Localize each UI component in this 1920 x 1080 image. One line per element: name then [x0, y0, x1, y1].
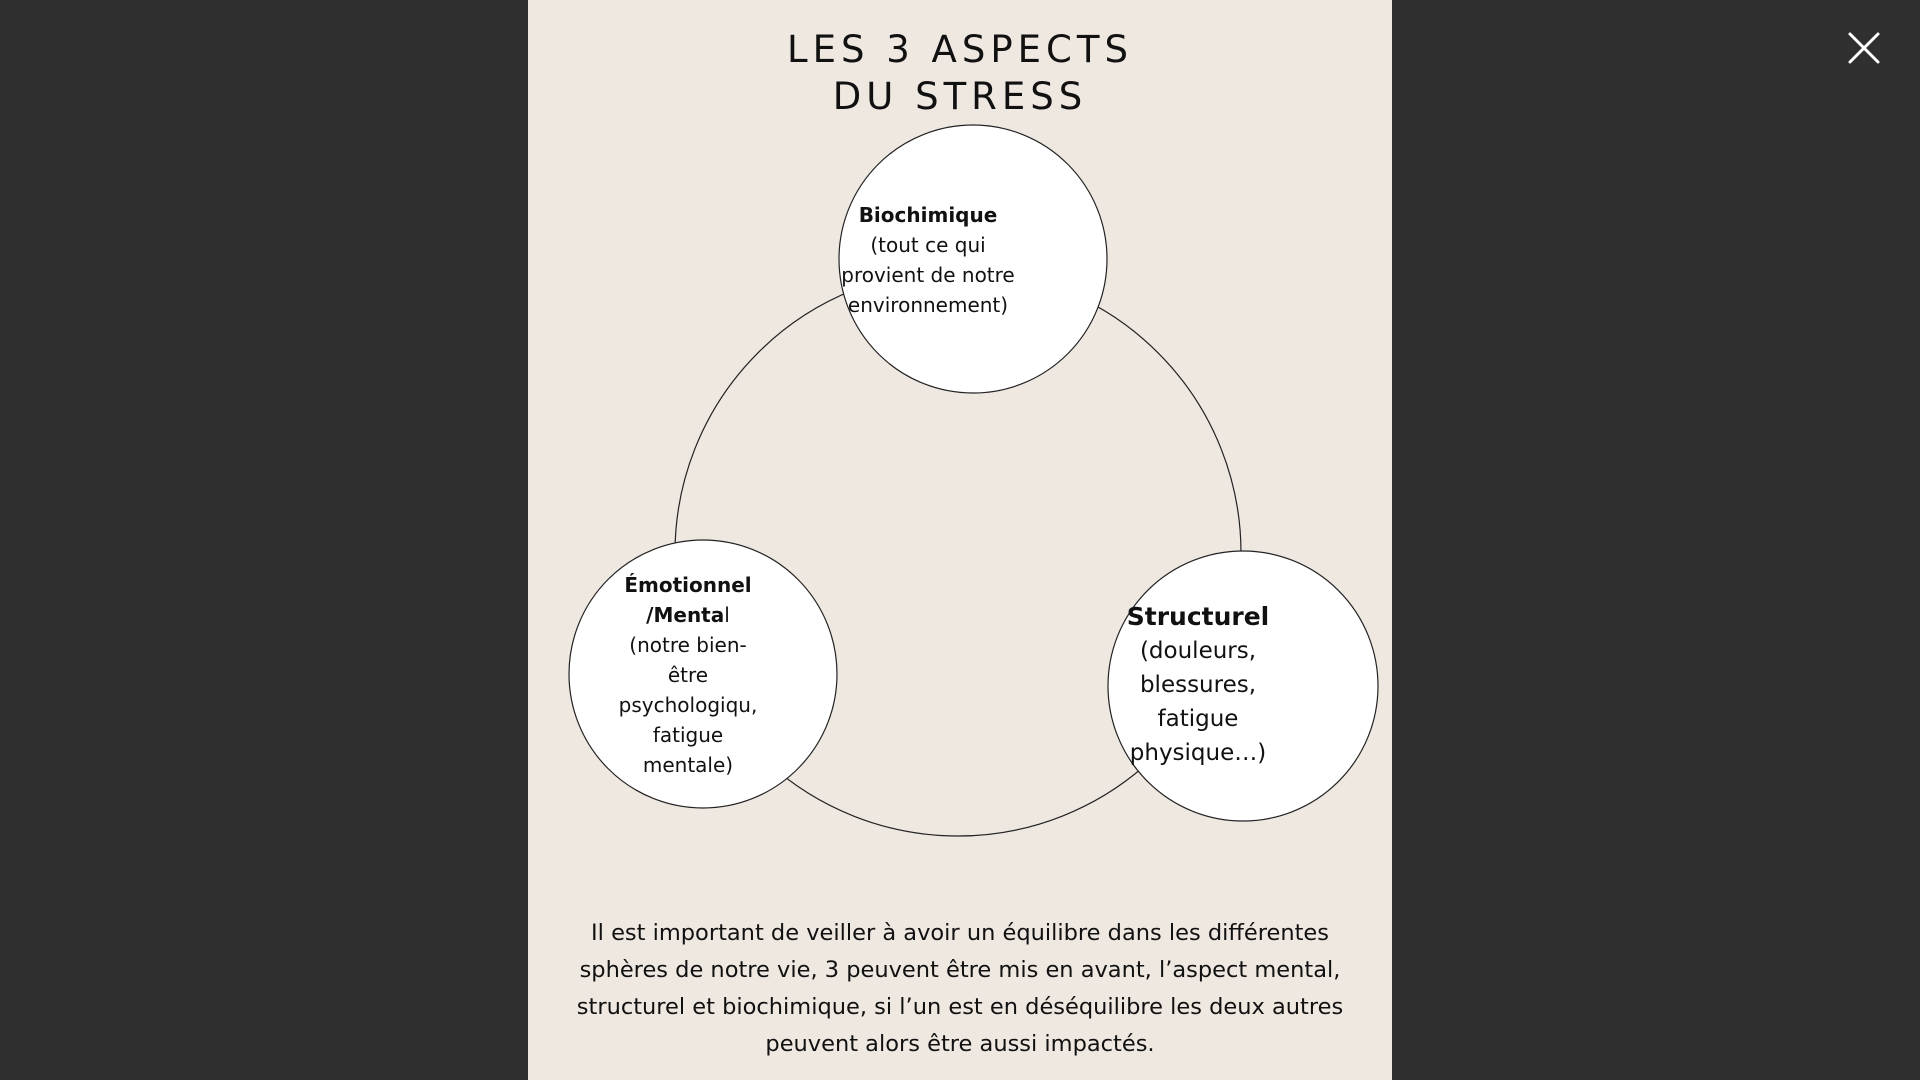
- node-emotionnel-heading-1: Émotionnel: [624, 573, 752, 597]
- node-emotionnel-line: fatigue: [652, 723, 724, 747]
- node-structurel-line: blessures,: [1139, 672, 1257, 698]
- node-structurel-line: fatigue: [1157, 706, 1239, 732]
- node-emotionnel-line: psychologiqu,: [618, 693, 758, 717]
- node-emotionnel-heading-2-bold: /Menta: [646, 603, 725, 627]
- slide-title: LES 3 ASPECTS DU STRESS: [528, 26, 1392, 120]
- circle-emotionnel: [568, 539, 838, 809]
- node-emotionnel: Émotionnel /Mental (notre bien- être psy…: [588, 560, 788, 790]
- node-biochimique-line: environnement): [847, 293, 1009, 317]
- node-structurel: Structurel (douleurs, blessures, fatigue…: [1088, 585, 1308, 785]
- explanation-paragraph: Il est important de veiller à avoir un é…: [568, 915, 1352, 1063]
- circle-structurel: [1107, 550, 1379, 822]
- node-biochimique-line: provient de notre: [841, 263, 1015, 287]
- stress-cycle-diagram: [568, 124, 1379, 837]
- node-biochimique-line: (tout ce qui: [870, 233, 986, 257]
- node-emotionnel-line: (notre bien-: [629, 633, 747, 657]
- slide-page: LES 3 ASPECTS DU STRESS Biochimique (tou…: [528, 0, 1392, 1080]
- paragraph-line: Il est important de veiller à avoir un é…: [591, 920, 1329, 946]
- paragraph-line: structurel et biochimique, si l’un est e…: [576, 994, 1344, 1020]
- node-emotionnel-heading-2-rest: l: [724, 603, 730, 627]
- node-structurel-line: physique…): [1129, 740, 1267, 766]
- node-structurel-heading: Structurel: [1126, 602, 1270, 631]
- circle-biochimique: [838, 124, 1108, 394]
- node-emotionnel-heading-2: /Mental: [646, 600, 730, 630]
- title-line-1: LES 3 ASPECTS: [787, 28, 1133, 71]
- title-line-2: DU STRESS: [832, 75, 1088, 118]
- paragraph-line: peuvent alors être aussi impactés.: [765, 1031, 1155, 1057]
- paragraph-line: sphères de notre vie, 3 peuvent être mis…: [579, 957, 1341, 983]
- node-structurel-line: (douleurs,: [1139, 638, 1257, 664]
- node-emotionnel-line: être: [667, 663, 709, 687]
- node-biochimique: Biochimique (tout ce qui provient de not…: [818, 150, 1038, 370]
- node-emotionnel-line: mentale): [642, 753, 734, 777]
- node-biochimique-heading: Biochimique: [858, 203, 998, 227]
- close-icon[interactable]: [1836, 20, 1892, 76]
